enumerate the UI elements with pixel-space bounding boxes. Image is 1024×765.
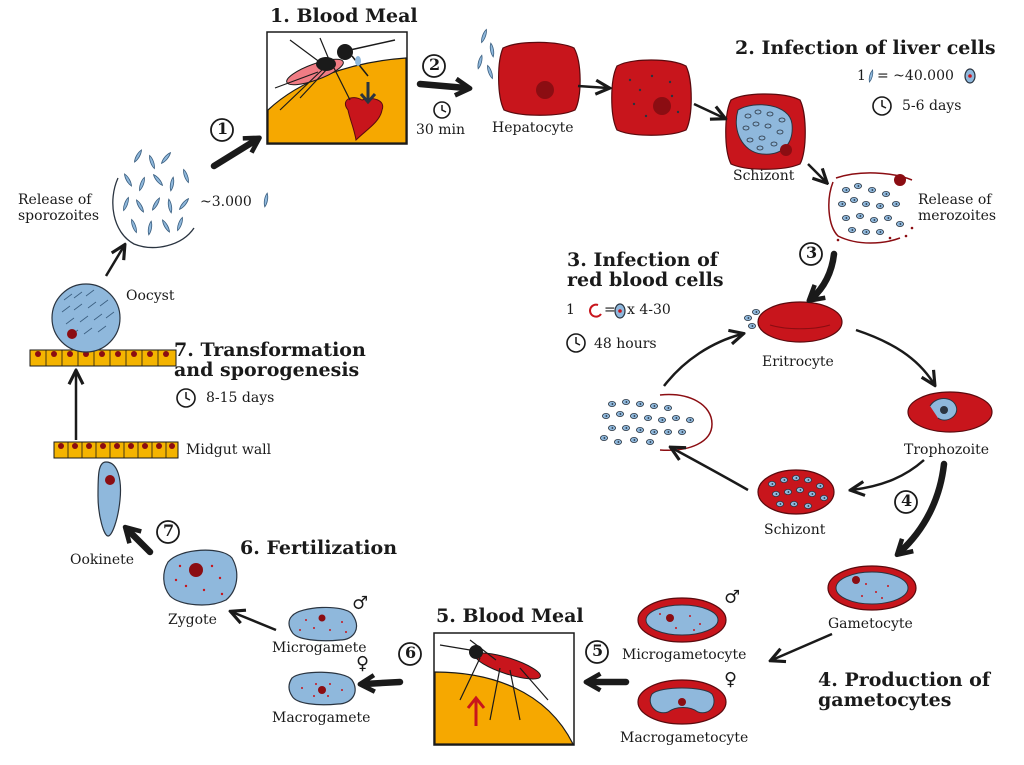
title-blood-meal-5: 5. Blood Meal	[436, 605, 584, 627]
title-production-line1: 4. Production of	[818, 669, 991, 691]
label-gametocyte: Gametocyte	[828, 616, 913, 632]
clock-icon-step2	[433, 101, 451, 119]
label-macrogametocyte: Macrogametocyte	[620, 730, 749, 746]
label-trophozoite: Trophozoite	[904, 442, 990, 458]
thin-arrows	[76, 86, 934, 660]
title-infection-liver: 2. Infection of liver cells	[735, 37, 996, 59]
rbc-schizont-cell	[757, 469, 835, 515]
zygote-cell	[163, 549, 238, 606]
liver-schizont-cell	[725, 93, 806, 170]
merozoite-icon-liver	[964, 68, 976, 84]
ratio-rbc-right: x 4-30	[627, 302, 671, 318]
label-hepatocyte: Hepatocyte	[492, 120, 574, 136]
trophozoite-cell	[907, 391, 993, 433]
label-release-merozoites-line1: Release of	[918, 192, 992, 208]
step-number-5: 5	[592, 641, 604, 660]
title-fertilization: 6. Fertilization	[240, 537, 398, 559]
blood-meal-1-panel	[266, 31, 408, 145]
hepatocyte-cell	[498, 41, 581, 116]
title-blood-meal-1: 1. Blood Meal	[270, 5, 418, 27]
step-badges	[156, 54, 918, 666]
macrogametocyte-cell	[637, 679, 727, 725]
step-number-2: 2	[429, 55, 441, 74]
step-number-3: 3	[806, 243, 818, 262]
female-symbol-gametocyte: ♀	[724, 669, 738, 690]
step-number-1: 1	[217, 119, 229, 138]
merozoite-release-cell	[828, 172, 914, 244]
time-liver: 5-6 days	[902, 98, 962, 114]
sporozoites-entering	[476, 28, 496, 80]
oocyst-cell	[51, 283, 121, 353]
label-eritrocyte: Eritrocyte	[762, 354, 834, 370]
cycle-icon-rbc	[589, 303, 602, 318]
label-sporozoite-count: ~3.000	[200, 194, 252, 210]
title-infection-rbc-line2: red blood cells	[567, 269, 724, 291]
label-release-merozoites-line2: merozoites	[918, 208, 997, 224]
label-oocyst: Oocyst	[126, 288, 175, 304]
label-zygote: Zygote	[168, 612, 217, 628]
step-number-4: 4	[901, 491, 913, 510]
clock-icon-sporogenesis	[176, 388, 196, 408]
label-release-sporozoites-line1: Release of	[18, 192, 92, 208]
gametocyte-cell	[827, 565, 917, 611]
macrogamete-cell	[288, 671, 356, 706]
title-production-line2: gametocytes	[818, 689, 952, 711]
infected-hepatocyte-cell	[611, 59, 692, 136]
male-symbol-gamete: ♂	[352, 593, 369, 614]
blood-meal-5-panel	[433, 632, 575, 746]
ratio-liver-left: 1	[857, 68, 866, 84]
microgametocyte-cell	[637, 597, 727, 643]
ookinete-cell	[97, 461, 122, 537]
ratio-rbc-mid: =	[604, 302, 616, 318]
bold-arrows	[122, 76, 948, 694]
ratio-liver-right: = ~40.000	[877, 68, 954, 84]
time-sporogenesis: 8-15 days	[206, 390, 275, 406]
time-step2: 30 min	[416, 122, 466, 138]
microgamete-cell	[288, 606, 357, 642]
female-symbol-gamete: ♀	[356, 653, 370, 674]
midgut-wall-upper	[29, 349, 177, 367]
sporozoite-release-cell	[112, 148, 270, 249]
label-schizont-rbc: Schizont	[764, 522, 826, 538]
sporozoite-icon-liver	[867, 69, 875, 83]
step-number-7: 7	[163, 521, 175, 540]
label-microgametocyte: Microgametocyte	[622, 647, 747, 663]
label-ookinete: Ookinete	[70, 552, 135, 568]
merozoite-icon-rbc	[614, 303, 626, 319]
label-release-sporozoites-line2: sporozoites	[18, 208, 100, 224]
title-infection-rbc-line1: 3. Infection of	[567, 249, 718, 271]
title-transformation-line2: and sporogenesis	[174, 359, 360, 381]
title-transformation-line1: 7. Transformation	[174, 339, 366, 361]
label-macrogamete: Macrogamete	[272, 710, 371, 726]
ratio-rbc-left: 1	[566, 302, 575, 318]
label-schizont-liver: Schizont	[733, 168, 795, 184]
midgut-wall-lower	[53, 441, 179, 459]
clock-icon-rbc	[566, 333, 586, 353]
step-number-6: 6	[405, 643, 417, 662]
male-symbol-gametocyte: ♂	[724, 587, 741, 608]
clock-icon-liver	[872, 96, 892, 116]
label-midgut-wall: Midgut wall	[186, 442, 272, 458]
eritrocyte-cell	[743, 301, 843, 343]
time-rbc: 48 hours	[594, 336, 657, 352]
rbc-rupture-cell	[599, 393, 713, 451]
label-microgamete: Microgamete	[272, 640, 367, 656]
